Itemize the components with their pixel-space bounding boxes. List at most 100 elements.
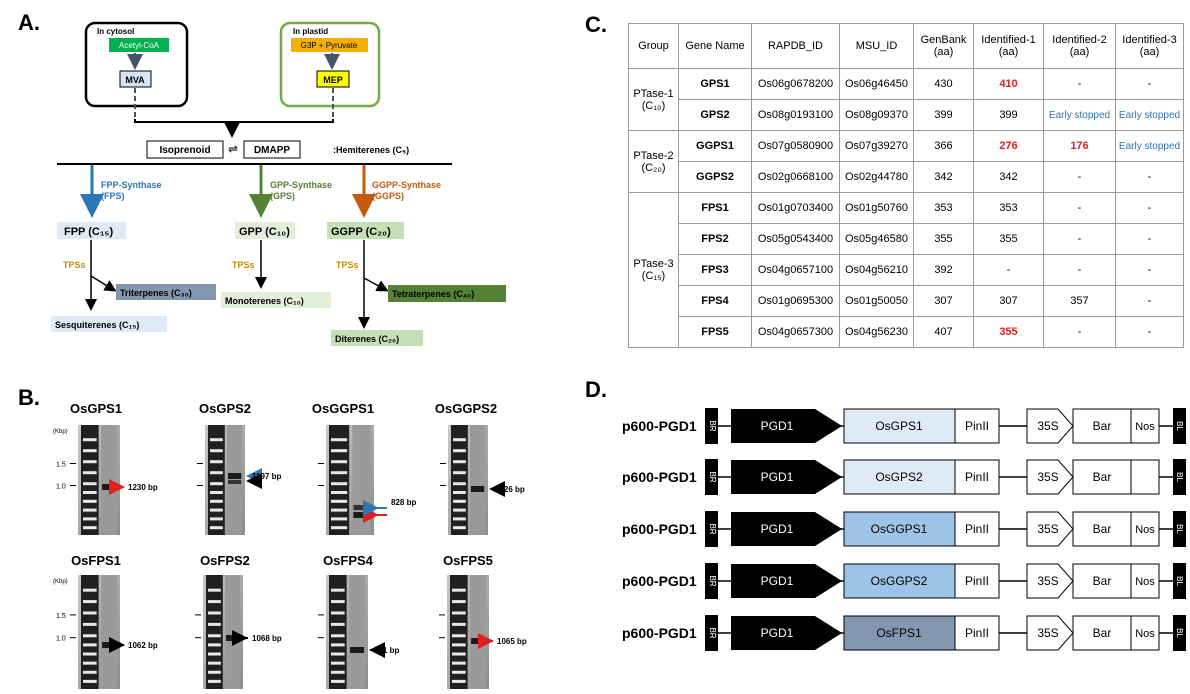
ladder-band [331, 661, 345, 665]
bar-label: Bar [1093, 626, 1112, 640]
pgd1-promoter [731, 409, 842, 443]
group-cell: PTase-2(C₂₀) [628, 130, 679, 193]
genbank-cell: 353 [913, 192, 974, 224]
identified1-cell: 355 [973, 223, 1044, 255]
ladder-band [452, 643, 466, 647]
identified3-cell: - [1115, 316, 1184, 348]
ladder-band [453, 482, 466, 486]
identified2-cell: - [1043, 192, 1116, 224]
sample-lane [101, 425, 118, 535]
genbank-cell: 399 [913, 99, 974, 131]
gel-title: OsGGPS2 [435, 401, 497, 416]
nos-terminator [1130, 459, 1160, 495]
construct-name: p600-PGD1 [622, 469, 697, 485]
construct-name: p600-PGD1 [622, 573, 697, 589]
nos-terminator [1130, 511, 1160, 547]
ladder-band [452, 611, 466, 615]
bl-label: BL [1175, 576, 1184, 586]
identified2-cell: - [1043, 68, 1116, 100]
identified1-cell: 353 [973, 192, 1044, 224]
construct-row: p600-PGD1 BR PGD1 OsGGPS2 PinII 35S Bar … [600, 563, 1190, 599]
msu-cell: Os04g56210 [839, 254, 914, 286]
gene-cassette [843, 511, 956, 547]
ladder-band [210, 526, 223, 530]
rapdb-cell: Os04g0657300 [751, 316, 840, 348]
gene-cell: FPS2 [678, 223, 752, 255]
construct-row: p600-PGD1 BR PGD1 OsGGPS1 PinII 35S Bar … [600, 511, 1190, 547]
dmapp-box [243, 140, 301, 159]
gel-title: OsFPS4 [323, 553, 374, 568]
ladder-band [453, 499, 466, 503]
bl-border [1173, 408, 1186, 444]
br-label: BR [708, 627, 717, 638]
monoterenes-label: Monoterenes (C₁₀) [225, 296, 304, 306]
panel-label-c: C. [585, 12, 607, 37]
col-genbank: GenBank(aa) [913, 23, 974, 69]
band-size-label: 921 bp [374, 646, 399, 655]
g3p-box [291, 38, 368, 52]
genbank-cell: 307 [913, 285, 974, 317]
mep-label: MEP [323, 75, 343, 85]
triterpenes-label: Triterpenes (C₃₀) [120, 288, 192, 298]
sample-band [471, 486, 485, 492]
sample-lane [470, 425, 486, 535]
gps-label-line1: GPP-Synthase [270, 180, 332, 190]
table-header-row: Group Gene Name RAPDB_ID MSU_ID GenBank(… [628, 23, 1184, 69]
construct-row: p600-PGD1 BR PGD1 OsGPS1 PinII 35S Bar N… [600, 408, 1190, 444]
identified3-cell: Early stopped [1115, 99, 1184, 131]
ladder-band [331, 460, 348, 464]
ladder-band [331, 588, 345, 592]
genbank-cell: 430 [913, 68, 974, 100]
panel-label-d: D. [585, 377, 607, 402]
pinii-label: PinII [965, 626, 989, 640]
pinii-label: PinII [965, 522, 989, 536]
br-label: BR [708, 575, 717, 586]
plastid-label: In plastid [293, 27, 328, 36]
table-row: FPS5 Os04g0657300 Os04g56230 407 355 - - [629, 316, 1184, 348]
ladder-band [83, 661, 97, 665]
gene-table: Group Gene Name RAPDB_ID MSU_ID GenBank(… [628, 23, 1184, 348]
ladder-band [453, 460, 466, 464]
table-row: PTase-2(C₂₀) GGPS1 Os07g0580900 Os07g392… [628, 130, 1184, 193]
ladder-band [83, 652, 97, 656]
ladder-band [83, 588, 97, 592]
35s-label: 35S [1037, 419, 1058, 433]
identified1-cell: - [973, 254, 1044, 286]
ladder-band [453, 438, 466, 442]
35s-promoter [1026, 408, 1074, 444]
pgd1-promoter [731, 616, 842, 650]
construct-map: BR PGD1 OsFPS1 PinII 35S Bar Nos BL [705, 615, 1186, 651]
35s-promoter [1026, 511, 1074, 547]
pgd1-label: PGD1 [761, 470, 794, 484]
tetraterpenes-box [388, 285, 506, 302]
ladder-band [83, 482, 97, 486]
sesquiterenes-label: Sesquiterenes (C₁₅) [55, 320, 139, 330]
fpp-box [57, 222, 126, 239]
bl-label: BL [1175, 421, 1184, 431]
equilibrium-arrows: ⇌ [228, 142, 238, 156]
nos-label: Nos [1135, 628, 1155, 640]
identified2-cell: Early stopped [1043, 99, 1116, 131]
ladder-band [331, 491, 348, 494]
gene-label: OsGGPS2 [871, 574, 928, 588]
ladder-band [208, 643, 221, 647]
genbank-cell: 366 [913, 130, 974, 162]
diterenes-box [331, 330, 423, 346]
ladder-band [452, 652, 466, 656]
sample-lane [349, 575, 366, 689]
pgd1-label: PGD1 [761, 522, 794, 536]
ladder-band [83, 611, 97, 615]
tps-label-fpp: TPSs [63, 260, 86, 270]
construct-map: BR PGD1 OsGGPS2 PinII 35S Bar Nos BL [705, 563, 1186, 599]
ladder-band [331, 482, 348, 486]
msu-cell: Os01g50050 [839, 285, 914, 317]
gel-title: OsGPS2 [199, 401, 251, 416]
identified2-cell: - [1043, 316, 1116, 348]
genbank-cell: 342 [913, 161, 974, 193]
band-size-label: 1065 bp [497, 637, 527, 646]
gene-label: OsGPS2 [875, 470, 923, 484]
br-border [705, 459, 718, 495]
